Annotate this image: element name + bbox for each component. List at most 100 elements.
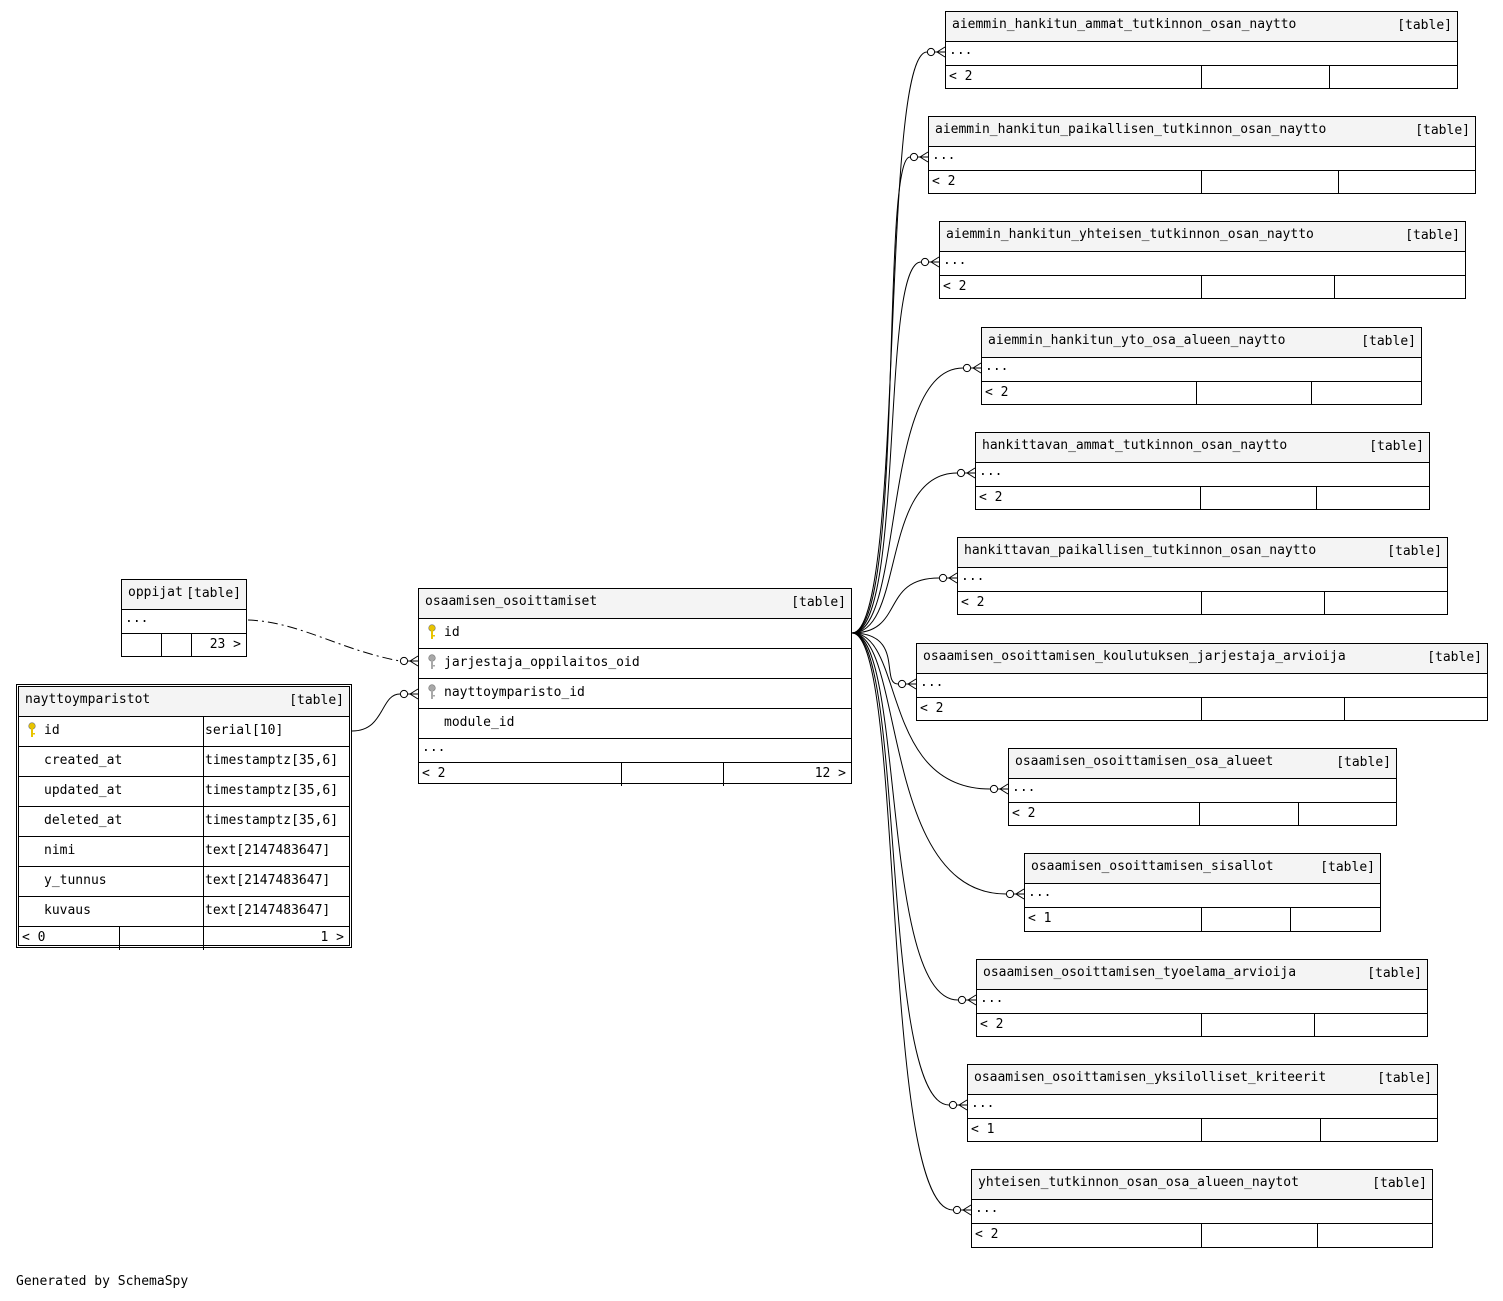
table-footer: < 2 <box>972 1224 1432 1247</box>
child-count: 1 > <box>320 930 344 945</box>
column-name: nimi <box>44 843 76 858</box>
columns-ellipsis: ... <box>982 358 1421 382</box>
table-footer: < 2 <box>946 66 1457 89</box>
crowfoot-marker <box>948 1099 968 1111</box>
table-header: yhteisen_tutkinnon_osan_osa_alueen_nayto… <box>972 1170 1432 1200</box>
column-row[interactable]: jarjestaja_oppilaitos_oid <box>419 649 851 679</box>
table-name: aiemmin_hankitun_yto_osa_alueen_naytto <box>988 333 1286 348</box>
table-osaamisen-osoittamisen-koulutuksen-jarjestaja-arvioija[interactable]: osaamisen_osoittamisen_koulutuksen_jarje… <box>916 643 1488 721</box>
columns-ellipsis: ... <box>419 739 851 763</box>
table-osaamisen-osoittamisen-sisallot[interactable]: osaamisen_osoittamisen_sisallot[table]..… <box>1024 853 1381 932</box>
relationship-line <box>851 261 922 634</box>
table-footer: < 1 <box>968 1119 1437 1142</box>
parent-count: < 2 <box>949 69 973 84</box>
column-type: timestamptz[35,6] <box>205 783 339 798</box>
table-header: aiemmin_hankitun_yto_osa_alueen_naytto[t… <box>982 328 1421 358</box>
parent-count: < 2 <box>422 766 446 781</box>
table-footer: < 2 <box>929 171 1475 194</box>
table-header: aiemmin_hankitun_paikallisen_tutkinnon_o… <box>929 117 1475 147</box>
parent-count: < 2 <box>975 1227 999 1242</box>
table-footer: < 0 1 > <box>19 927 349 950</box>
crowfoot-marker <box>952 1204 972 1216</box>
table-name: hankittavan_paikallisen_tutkinnon_osan_n… <box>964 543 1317 558</box>
crowfoot-marker <box>962 362 982 374</box>
table-type: [table] <box>289 693 344 708</box>
relationship-line <box>851 632 991 790</box>
parent-count: < 2 <box>979 490 1003 505</box>
table-header: nayttoymparistot [table] <box>19 687 349 717</box>
table-name: nayttoymparistot <box>25 692 151 707</box>
columns-ellipsis: ... <box>1025 884 1380 908</box>
table-type: [table] <box>1387 544 1442 559</box>
columns-ellipsis: ... <box>968 1095 1437 1119</box>
table-aiemmin-hankitun-paikallisen-tutkinnon-osan-naytto[interactable]: aiemmin_hankitun_paikallisen_tutkinnon_o… <box>928 116 1476 194</box>
table-aiemmin-hankitun-yto-osa-alueen-naytto[interactable]: aiemmin_hankitun_yto_osa_alueen_naytto[t… <box>981 327 1422 405</box>
crowfoot-marker <box>909 151 929 163</box>
table-osaamisen-osoittamisen-osa-alueet[interactable]: osaamisen_osoittamisen_osa_alueet [table]… <box>1008 748 1397 826</box>
table-header: oppijat [table] <box>122 580 246 610</box>
column-row[interactable]: id <box>419 619 851 649</box>
columns-ellipsis: ... <box>1009 779 1396 803</box>
columns-ellipsis: ... <box>972 1200 1432 1224</box>
table-oppijat[interactable]: oppijat [table] ... 23 > <box>121 579 247 657</box>
column-name: id <box>444 625 460 640</box>
table-name: aiemmin_hankitun_paikallisen_tutkinnon_o… <box>935 122 1327 137</box>
column-row[interactable]: module_id <box>419 709 851 739</box>
table-footer: < 2 <box>958 592 1447 615</box>
table-aiemmin-hankitun-ammat-tutkinnon-osan-naytto[interactable]: aiemmin_hankitun_ammat_tutkinnon_osan_na… <box>945 11 1458 89</box>
crowfoot-marker <box>1005 888 1025 900</box>
table-type: [table] <box>1427 650 1482 665</box>
table-type: [table] <box>1397 18 1452 33</box>
foreign-key-icon <box>428 684 436 699</box>
parent-count: < 2 <box>1012 806 1036 821</box>
column-type: timestamptz[35,6] <box>205 753 339 768</box>
table-footer: < 2 <box>982 382 1421 405</box>
table-yhteisen-tutkinnon-osan-osa-alueen-naytot[interactable]: yhteisen_tutkinnon_osan_osa_alueen_nayto… <box>971 1169 1433 1248</box>
table-osaamisen-osoittamisen-tyoelama-arvioija[interactable]: osaamisen_osoittamisen_tyoelama_arvioija… <box>976 959 1428 1037</box>
table-name: oppijat <box>128 585 183 600</box>
column-name: module_id <box>444 715 515 730</box>
table-osaamisen-osoittamisen-yksilolliset-kriteerit[interactable]: osaamisen_osoittamisen_yksilolliset_krit… <box>967 1064 1438 1142</box>
crowfoot-marker <box>989 783 1009 795</box>
crowfoot-marker <box>938 572 958 584</box>
crowfoot-marker <box>926 46 946 58</box>
table-type: [table] <box>1377 1071 1432 1086</box>
column-row[interactable]: id serial[10] <box>19 717 349 747</box>
table-hankittavan-ammat-tutkinnon-osan-naytto[interactable]: hankittavan_ammat_tutkinnon_osan_naytto[… <box>975 432 1430 510</box>
table-header: hankittavan_ammat_tutkinnon_osan_naytto[… <box>976 433 1429 463</box>
table-footer: < 1 <box>1025 908 1380 931</box>
relationship-line <box>351 693 401 732</box>
crowfoot-marker <box>897 678 917 690</box>
table-name: aiemmin_hankitun_ammat_tutkinnon_osan_na… <box>952 17 1297 32</box>
columns-ellipsis: ... <box>958 568 1447 592</box>
table-type: [table] <box>1336 755 1391 770</box>
columns-ellipsis: ... <box>940 252 1465 276</box>
column-name: deleted_at <box>44 813 123 828</box>
table-name: osaamisen_osoittamisen_osa_alueet <box>1015 754 1274 769</box>
relationship-line <box>851 472 958 634</box>
table-nayttoymparistot[interactable]: nayttoymparistot [table] id serial[10] cre… <box>16 684 352 950</box>
column-row[interactable]: nimi text[2147483647] <box>19 837 349 867</box>
column-row[interactable]: nayttoymparisto_id <box>419 679 851 709</box>
column-type: text[2147483647] <box>205 903 331 918</box>
column-type: text[2147483647] <box>205 843 331 858</box>
column-type: text[2147483647] <box>205 873 331 888</box>
column-name: id <box>44 723 60 738</box>
columns-ellipsis: ... <box>917 674 1487 698</box>
table-aiemmin-hankitun-yhteisen-tutkinnon-osan-naytto[interactable]: aiemmin_hankitun_yhteisen_tutkinnon_osan… <box>939 221 1466 299</box>
parent-count: < 2 <box>980 1017 1004 1032</box>
table-type: [table] <box>186 586 241 601</box>
relationship-line <box>851 51 928 634</box>
crowfoot-marker <box>957 994 977 1006</box>
column-type: serial[10] <box>205 723 284 738</box>
primary-key-icon <box>28 722 36 737</box>
table-hankittavan-paikallisen-tutkinnon-osan-naytto[interactable]: hankittavan_paikallisen_tutkinnon_osan_n… <box>957 537 1448 615</box>
relationship-line <box>851 632 1007 895</box>
parent-count: < 0 <box>22 930 46 945</box>
